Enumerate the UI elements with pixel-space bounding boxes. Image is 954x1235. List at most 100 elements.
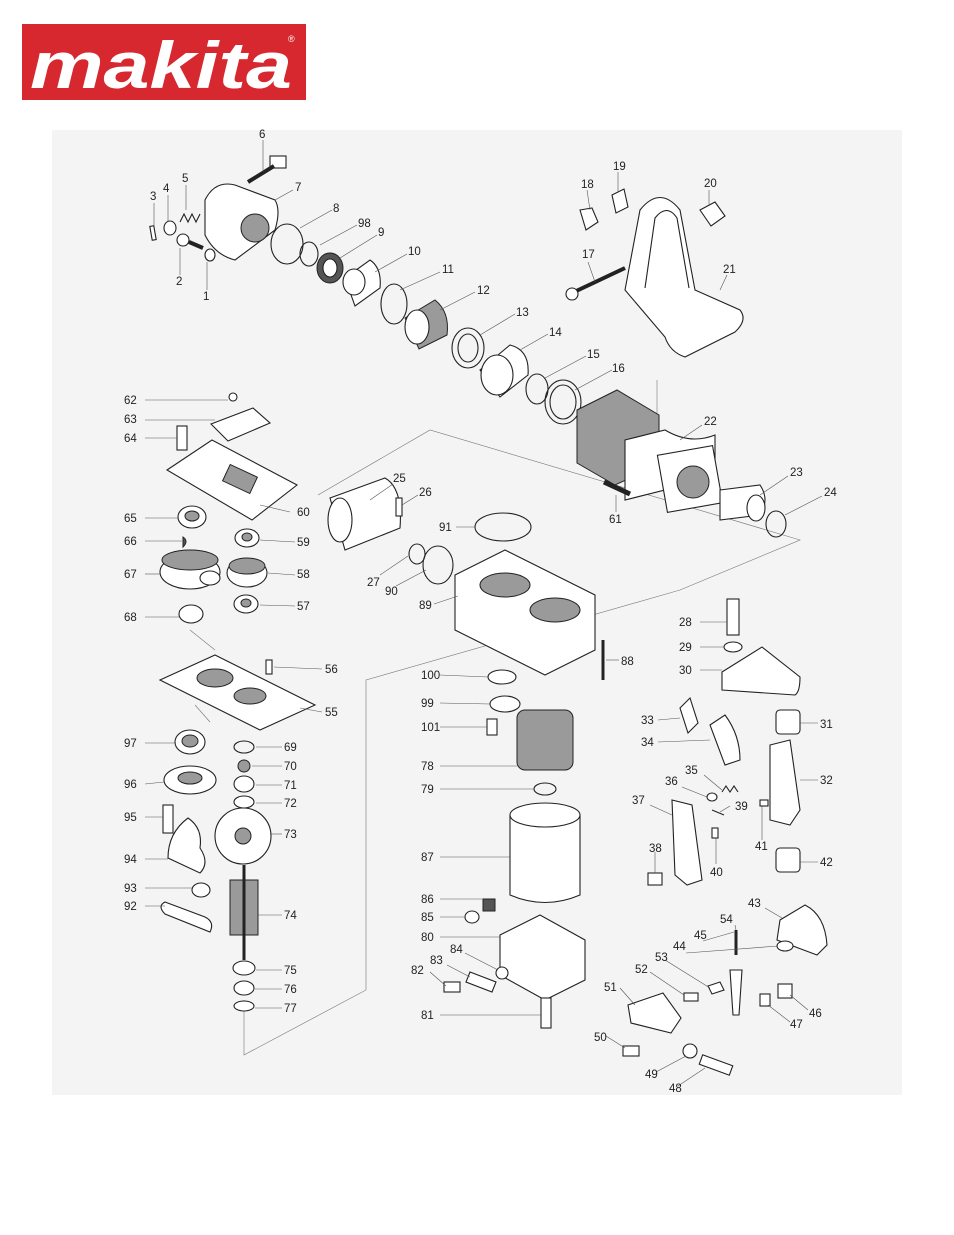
callout-68: 68 [124, 612, 137, 624]
callout-89: 89 [419, 600, 432, 612]
callout-61: 61 [609, 514, 622, 526]
callout-63: 63 [124, 414, 137, 426]
callout-19: 19 [613, 161, 626, 173]
callout-98: 98 [358, 218, 371, 230]
callout-12: 12 [477, 285, 490, 297]
callout-86: 86 [421, 894, 434, 906]
callout-22: 22 [704, 416, 717, 428]
callout-101: 101 [421, 722, 440, 734]
callout-38: 38 [649, 843, 662, 855]
callout-labels: 1 2 3 4 5 6 7 8 9 10 11 12 13 14 15 16 1… [124, 129, 837, 1095]
callout-91: 91 [439, 522, 452, 534]
callout-52: 52 [635, 964, 648, 976]
callout-5: 5 [182, 173, 188, 185]
callout-75: 75 [284, 965, 297, 977]
callout-100: 100 [421, 670, 440, 682]
callout-64: 64 [124, 433, 137, 445]
callout-35: 35 [685, 765, 698, 777]
callout-49: 49 [645, 1069, 658, 1081]
callout-16: 16 [612, 363, 625, 375]
callout-93: 93 [124, 883, 137, 895]
callout-72: 72 [284, 798, 297, 810]
callout-80: 80 [421, 932, 434, 944]
logo-background [22, 24, 306, 100]
callout-27: 27 [367, 577, 380, 589]
callout-34: 34 [641, 737, 654, 749]
callout-24: 24 [824, 487, 837, 499]
callout-44: 44 [673, 941, 686, 953]
makita-logo: makita ® [22, 24, 306, 100]
callout-67: 67 [124, 569, 137, 581]
callout-96: 96 [124, 779, 137, 791]
callout-97: 97 [124, 738, 137, 750]
callout-82: 82 [411, 965, 424, 977]
logo-registered-mark: ® [288, 34, 295, 44]
handle-switch-assembly [622, 598, 828, 1076]
callout-11: 11 [442, 264, 454, 276]
callout-76: 76 [284, 984, 297, 996]
callout-15: 15 [587, 349, 600, 361]
callout-81: 81 [421, 1010, 434, 1022]
callout-25: 25 [393, 473, 406, 485]
callout-32: 32 [820, 775, 833, 787]
callout-77: 77 [284, 1003, 297, 1015]
callout-95: 95 [124, 812, 137, 824]
callout-59: 59 [297, 537, 310, 549]
callout-14: 14 [549, 327, 562, 339]
callout-90: 90 [385, 586, 398, 598]
callout-54: 54 [720, 914, 733, 926]
callout-48: 48 [669, 1083, 682, 1095]
callout-20: 20 [704, 178, 717, 190]
callout-23: 23 [790, 467, 803, 479]
callout-85: 85 [421, 912, 434, 924]
callout-30: 30 [679, 665, 692, 677]
callout-51: 51 [604, 982, 617, 994]
callout-78: 78 [421, 761, 434, 773]
callout-40: 40 [710, 867, 723, 879]
callout-58: 58 [297, 569, 310, 581]
callout-45: 45 [694, 930, 707, 942]
callout-10: 10 [408, 246, 421, 258]
callout-41: 41 [755, 841, 768, 853]
callout-1: 1 [203, 291, 209, 303]
callout-18: 18 [581, 179, 594, 191]
callout-69: 69 [284, 742, 297, 754]
callout-50: 50 [594, 1032, 607, 1044]
callout-47: 47 [790, 1019, 803, 1031]
callout-46: 46 [809, 1008, 822, 1020]
callout-17: 17 [582, 249, 595, 261]
callout-71: 71 [284, 780, 297, 792]
callout-31: 31 [820, 719, 833, 731]
callout-2: 2 [176, 276, 182, 288]
callout-7: 7 [295, 182, 301, 194]
callout-84: 84 [450, 944, 463, 956]
leader-lines [144, 140, 823, 1087]
callout-57: 57 [297, 601, 310, 613]
callout-6: 6 [259, 129, 265, 141]
callout-62: 62 [124, 395, 137, 407]
callout-87: 87 [421, 852, 434, 864]
callout-29: 29 [679, 642, 692, 654]
callout-74: 74 [284, 910, 297, 922]
callout-36: 36 [665, 776, 678, 788]
callout-66: 66 [124, 536, 137, 548]
callout-99: 99 [421, 698, 434, 710]
callout-37: 37 [632, 795, 645, 807]
callout-73: 73 [284, 829, 297, 841]
callout-56: 56 [325, 664, 338, 676]
callout-8: 8 [333, 203, 339, 215]
callout-65: 65 [124, 513, 137, 525]
callout-21: 21 [723, 264, 736, 276]
callout-4: 4 [163, 183, 170, 195]
callout-13: 13 [516, 307, 529, 319]
callout-3: 3 [150, 191, 156, 203]
callout-28: 28 [679, 617, 692, 629]
gear-crank-assembly [158, 392, 317, 1012]
callout-42: 42 [820, 857, 833, 869]
callout-43: 43 [748, 898, 761, 910]
callout-60: 60 [297, 507, 310, 519]
motor-housing-assembly [327, 477, 605, 1029]
callout-88: 88 [621, 656, 634, 668]
callout-33: 33 [641, 715, 654, 727]
callout-26: 26 [419, 487, 432, 499]
